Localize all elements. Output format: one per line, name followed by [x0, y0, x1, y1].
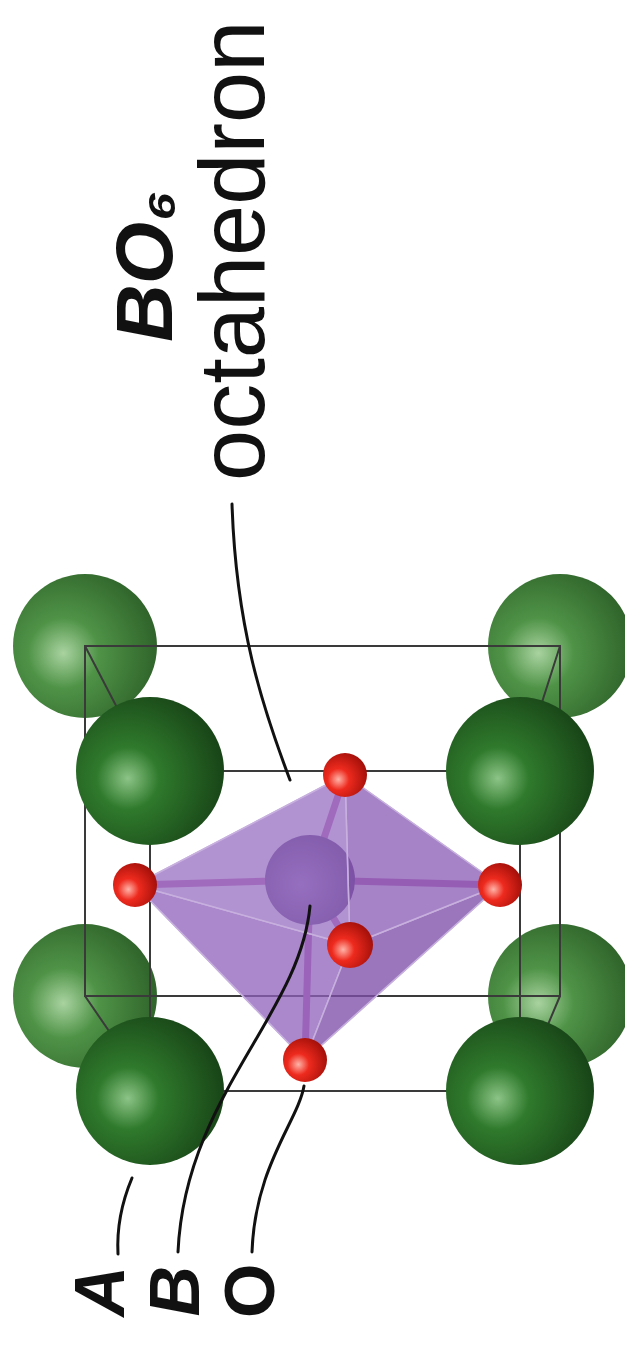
b-o-bonds	[135, 775, 500, 1060]
bo6-octahedron	[135, 775, 500, 1060]
structure-label: BO₆	[105, 190, 185, 342]
structure-label: octahedron	[186, 21, 278, 481]
leader-lines	[118, 504, 310, 1254]
site-label: O	[215, 1264, 285, 1318]
site-label: A	[65, 1266, 135, 1317]
oxygen-atoms	[113, 753, 522, 1082]
site-label: B	[140, 1266, 210, 1317]
a-site-atoms-back	[13, 574, 625, 1068]
a-site-atoms-front	[76, 697, 594, 1165]
